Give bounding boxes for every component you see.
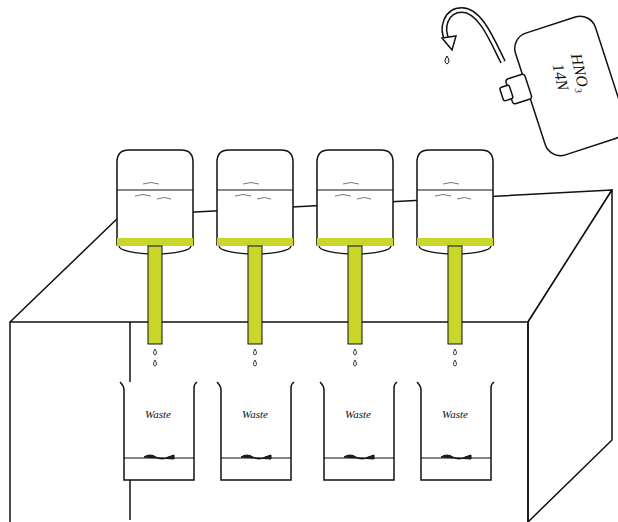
stand-top <box>10 190 612 322</box>
beaker-label: Waste <box>215 408 295 420</box>
waste-beaker: Waste <box>215 380 295 484</box>
column <box>217 150 293 366</box>
beaker-outline <box>215 380 295 484</box>
acid-bottle <box>442 10 618 168</box>
beaker-outline <box>318 380 398 484</box>
beaker-outline <box>118 380 198 484</box>
waste-beaker: Waste <box>118 380 198 484</box>
column <box>417 150 493 366</box>
beaker-outline <box>415 380 495 484</box>
waste-beaker: Waste <box>415 380 495 484</box>
waste-beaker: Waste <box>318 380 398 484</box>
beaker-label: Waste <box>415 408 495 420</box>
column <box>117 150 193 366</box>
beaker-label: Waste <box>318 408 398 420</box>
stand-side <box>528 190 612 522</box>
beaker-label: Waste <box>118 408 198 420</box>
column <box>317 150 393 366</box>
